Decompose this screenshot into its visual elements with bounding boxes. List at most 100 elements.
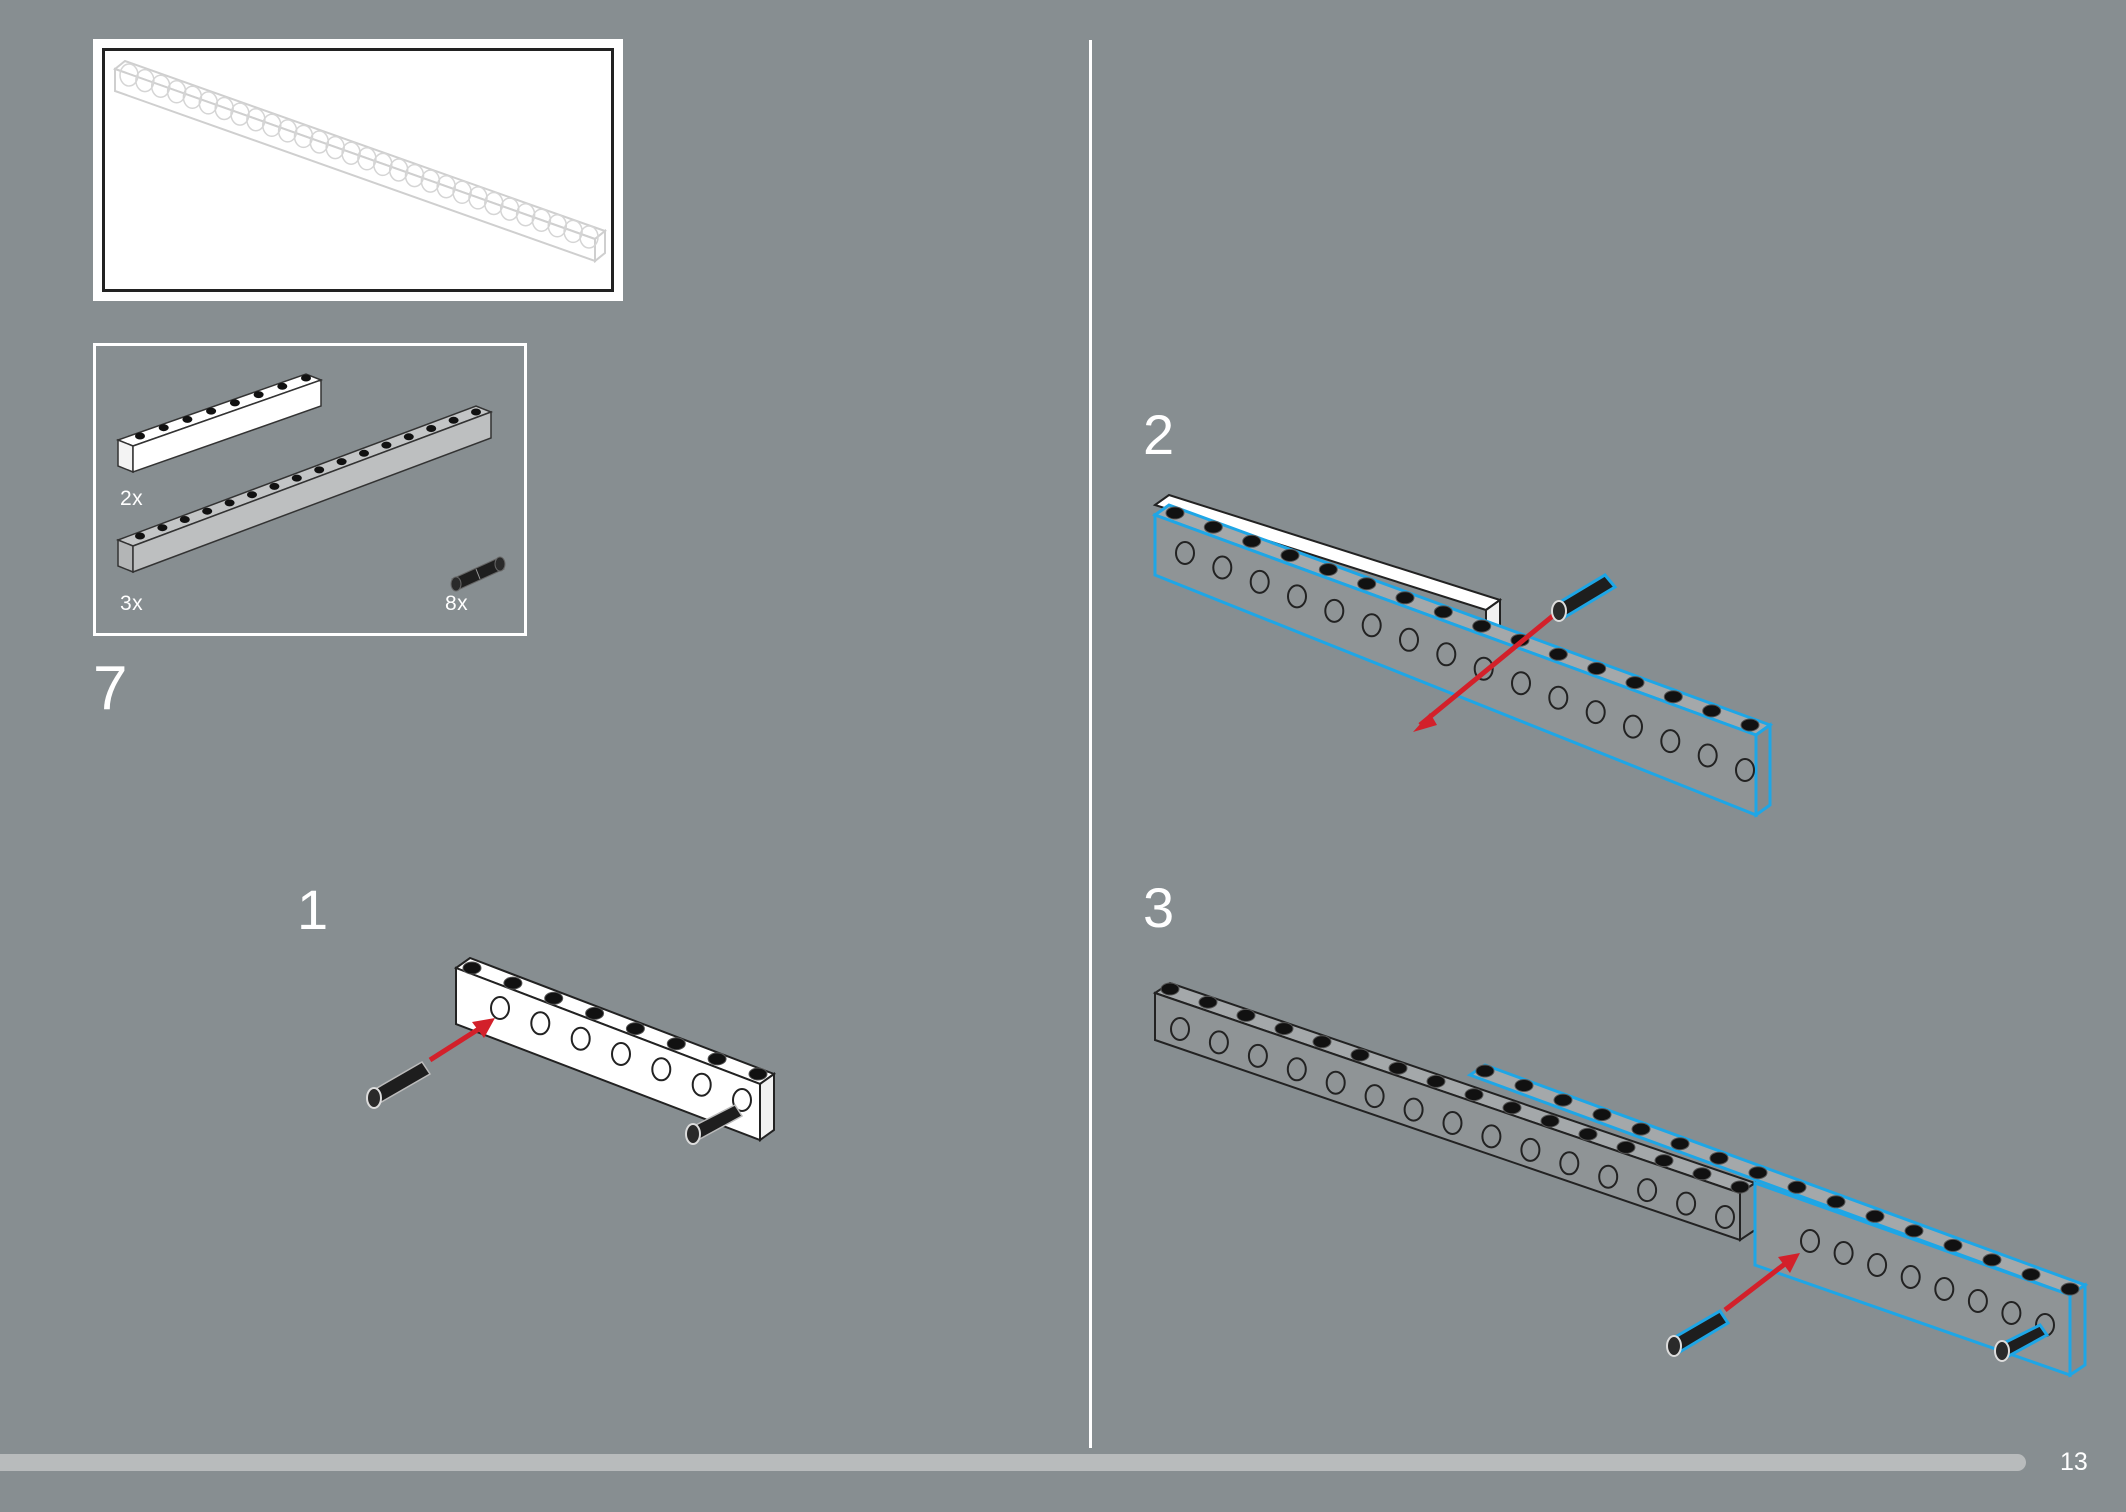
substep-number-2: 2 (1143, 403, 1175, 466)
beam-stud (1904, 1224, 1924, 1238)
beam-hole (1436, 642, 1457, 667)
beam-hole (150, 74, 171, 98)
beam-stud (1475, 1064, 1495, 1078)
beam-stud (1578, 1127, 1598, 1141)
page-number: 13 (2060, 1448, 2088, 1476)
beam-hole (499, 197, 520, 221)
beam-stud (1548, 647, 1568, 661)
beam-stud (1709, 1151, 1729, 1165)
beam-stud (1242, 534, 1262, 548)
beam-stud (1740, 718, 1760, 732)
beam-stud (301, 374, 311, 382)
beam-stud (2060, 1282, 2080, 1296)
beam-hole (277, 119, 298, 143)
beam-hole (436, 174, 456, 199)
beam-hole (1623, 714, 1643, 739)
beam-hole (563, 219, 583, 244)
beam-stud (1587, 662, 1607, 675)
substep-2-illustration (1151, 493, 1774, 818)
beam-hole (1660, 729, 1681, 754)
beam-hole (468, 186, 488, 210)
beam-stud (182, 415, 193, 423)
beam-hole (214, 96, 234, 121)
beam-hole (1967, 1289, 1988, 1313)
beam-hole (1208, 1030, 1229, 1055)
beam-stud (1312, 1035, 1332, 1049)
beam-hole (1548, 685, 1569, 710)
beam-stud (1198, 995, 1218, 1009)
beam-stud (544, 991, 564, 1005)
beam-hole (135, 68, 155, 93)
beam-hole (547, 214, 568, 238)
pin-end-icon (1994, 1323, 2050, 1362)
white-beam-part (115, 373, 324, 474)
beam-hole (1833, 1241, 1854, 1265)
beam-hole (1212, 555, 1233, 580)
beam-hole (1247, 1043, 1268, 1068)
beam-stud (229, 399, 240, 407)
beam-hole (1403, 1097, 1424, 1122)
beam-hole (531, 208, 552, 232)
beam-stud (666, 1037, 686, 1051)
beam-hole (579, 225, 599, 249)
beam-hole (1934, 1277, 1955, 1301)
beam-hole (388, 158, 409, 182)
beam-stud (1165, 506, 1185, 520)
beam-stud (179, 516, 190, 523)
beam-hole (198, 91, 219, 115)
beam-stud (135, 432, 145, 440)
beam-stud (1553, 1093, 1573, 1107)
beam-hole (309, 130, 330, 154)
parts-list-box: 2x 3x 8x (93, 343, 527, 636)
beam-stud (158, 424, 169, 432)
beam-hole (1867, 1253, 1888, 1277)
substep-number-3: 3 (1143, 876, 1175, 939)
beam-hole (732, 1088, 752, 1112)
beam-hole (325, 135, 345, 160)
beam-stud (202, 507, 213, 515)
beam-stud (1203, 520, 1223, 534)
part-quantity-grey-beam: 3x (120, 592, 144, 615)
beam-hole (490, 996, 510, 1020)
beam-hole (119, 63, 139, 87)
beam-stud (1865, 1209, 1885, 1223)
beam-stud (1350, 1048, 1370, 1062)
beam-hole (1364, 1084, 1385, 1109)
beam-stud (1663, 690, 1683, 704)
beam-stud (1388, 1061, 1408, 1075)
beam-hole (1637, 1178, 1658, 1203)
substep-3-illustration (1152, 981, 2089, 1378)
beam-hole (1900, 1265, 1921, 1289)
step-number: 7 (93, 654, 128, 723)
beam-stud (1236, 1008, 1256, 1022)
beam-stud (269, 482, 280, 490)
beam-stud (277, 382, 288, 390)
pin-left-icon (366, 1060, 432, 1109)
beam-hole (230, 102, 250, 126)
beam-stud (157, 524, 168, 532)
beam-stud (1357, 577, 1377, 591)
substep-number-1: 1 (297, 878, 329, 941)
beam-hole (1442, 1111, 1463, 1135)
black-pin-part (450, 556, 506, 592)
part-quantity-white-beam: 2x (120, 487, 144, 510)
beam-stud (1616, 1140, 1636, 1154)
beam-hole (166, 80, 187, 104)
beam-hole (1481, 1124, 1502, 1149)
beam-hole (1249, 569, 1270, 594)
beam-hole (1473, 656, 1494, 681)
beam-stud (1472, 619, 1492, 633)
beam-hole (570, 1026, 591, 1051)
beam-hole (452, 180, 472, 205)
beam-stud (253, 391, 264, 399)
beam-stud (1592, 1108, 1612, 1122)
beam-hole (1598, 1164, 1619, 1189)
beam-hole (1361, 613, 1382, 638)
beam-stud (462, 961, 482, 975)
beam-stud (1631, 1122, 1651, 1136)
beam-hole (1715, 1205, 1735, 1229)
beam-stud (2021, 1268, 2041, 1281)
beam-hole (691, 1072, 712, 1097)
beam-hole (1170, 1017, 1190, 1041)
beam-hole (262, 113, 282, 138)
